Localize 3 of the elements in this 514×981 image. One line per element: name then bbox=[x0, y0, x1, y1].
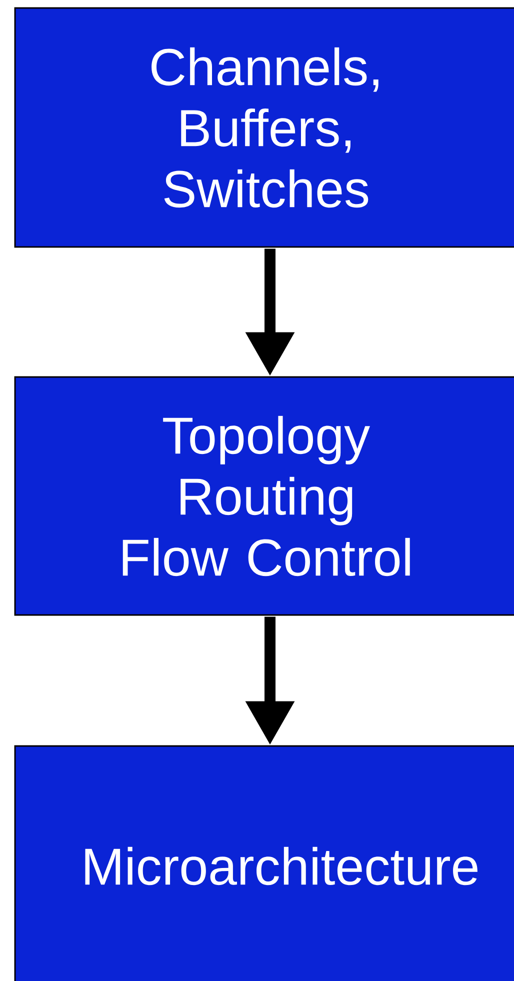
process-box: Topology Routing Flow Control bbox=[14, 376, 514, 616]
process-box: Microarchitecture bbox=[14, 745, 514, 981]
process-box: Channels, Buffers, Switches bbox=[14, 7, 514, 248]
